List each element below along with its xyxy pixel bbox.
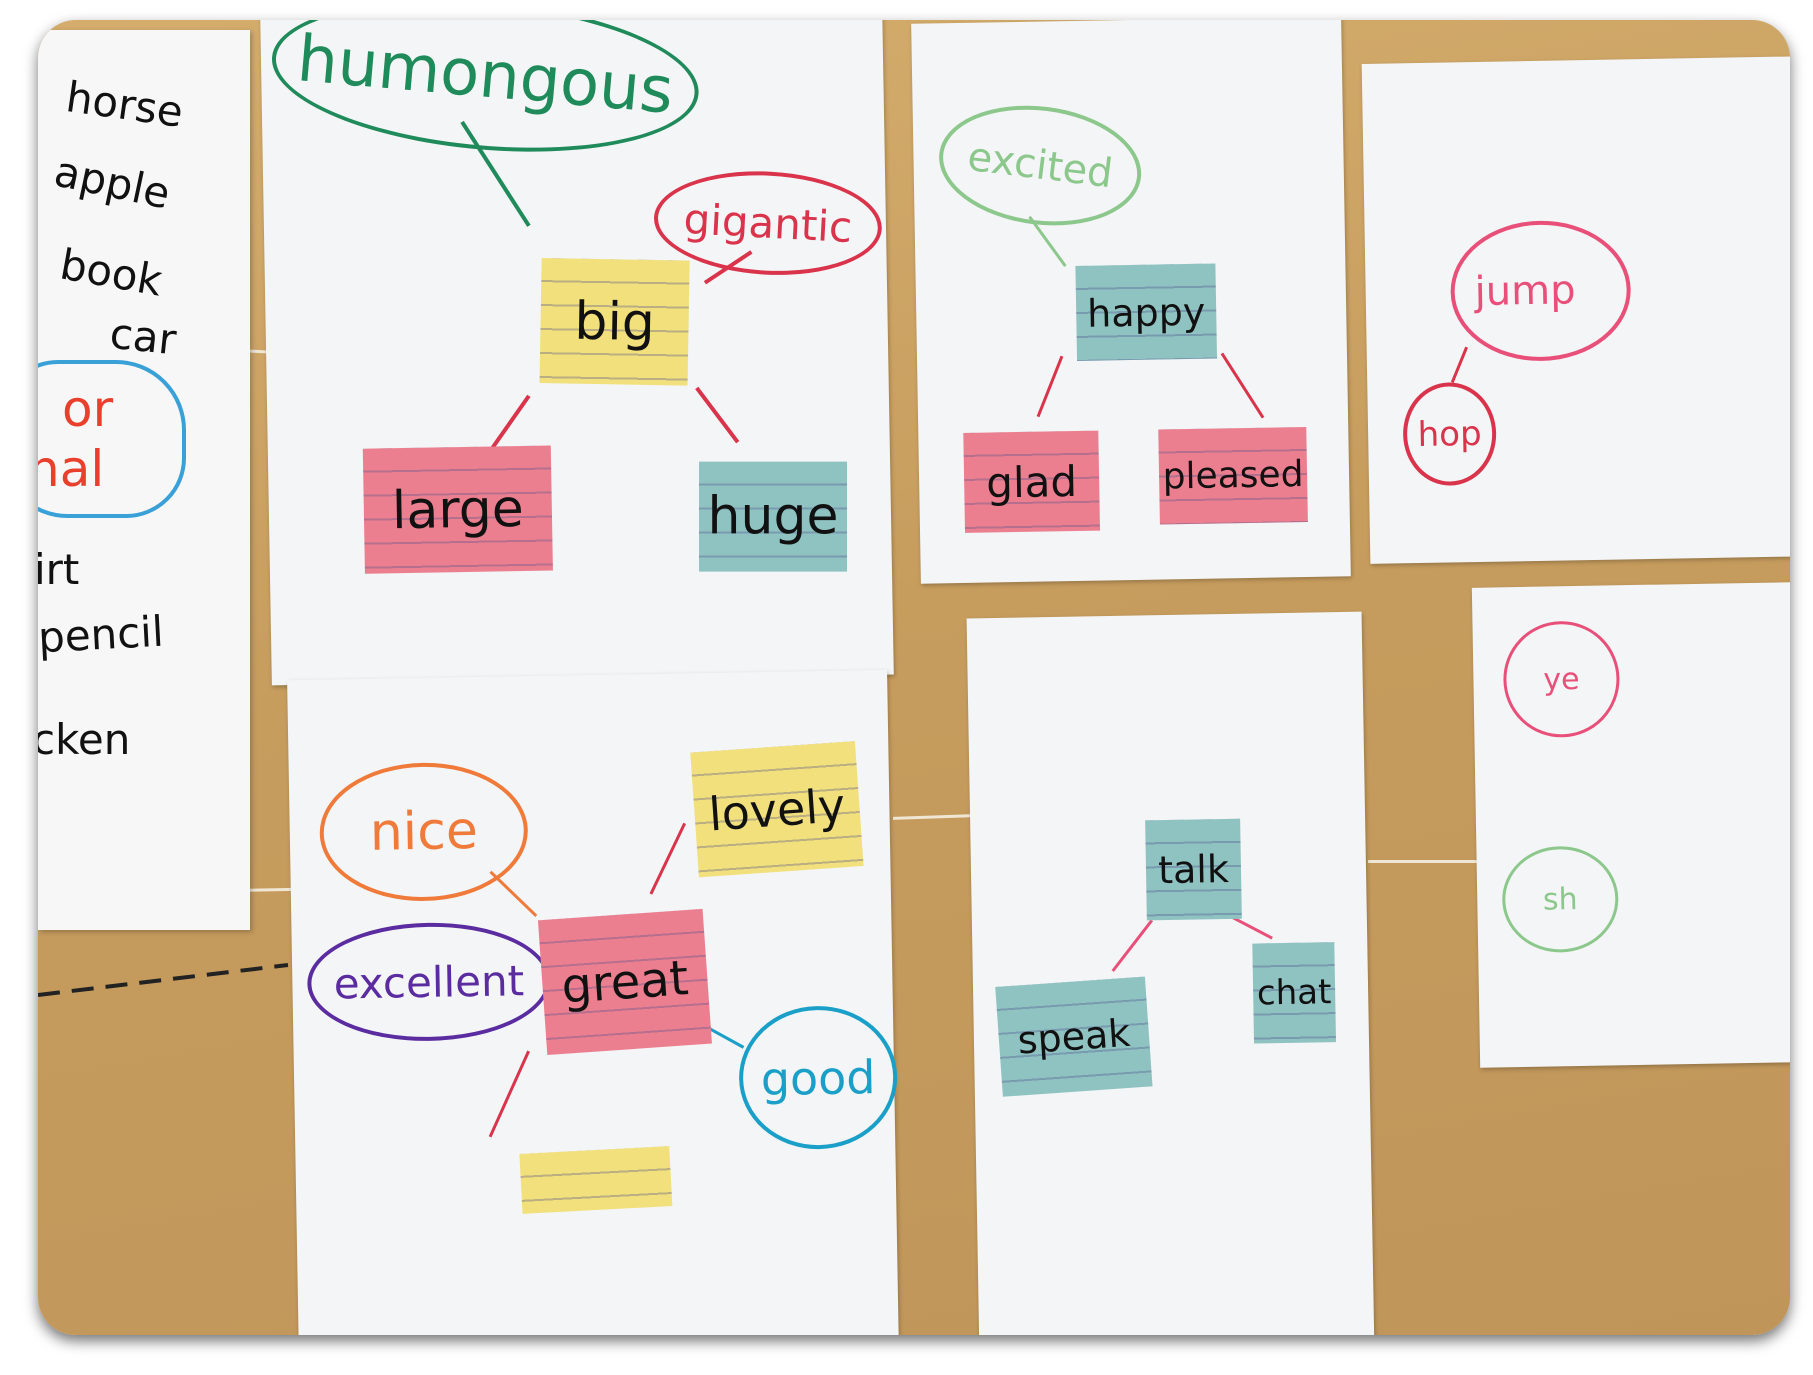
bubble-ye: ye <box>1502 620 1621 739</box>
card-label: speak <box>1016 1010 1132 1063</box>
card-great: great <box>537 908 712 1056</box>
card-label: great <box>559 949 691 1015</box>
connector-lines <box>1450 346 1469 383</box>
card-label: lovely <box>706 777 847 841</box>
bubble-label: excellent <box>333 955 525 1009</box>
card-talk: talk <box>1145 818 1242 921</box>
poster-jump: jump hop <box>1361 56 1790 564</box>
bubble-label: jump <box>1474 267 1576 316</box>
poster-happy: excited happy glad pleased <box>911 20 1351 584</box>
bubble-label: hop <box>1417 413 1482 455</box>
word-list-item: apple <box>50 146 175 219</box>
card-label: huge <box>707 486 839 547</box>
card-large: large <box>362 445 553 574</box>
string-line <box>1368 860 1478 863</box>
card-speak: speak <box>995 976 1153 1097</box>
card-label: talk <box>1157 846 1230 893</box>
card-glad: glad <box>963 430 1101 533</box>
word-list-poster: horse apple book car or nal irt pencil c… <box>38 30 250 930</box>
word-list-item: nal <box>38 440 105 498</box>
card-chat: chat <box>1252 942 1337 1044</box>
word-list-item: horse <box>63 72 187 137</box>
bubble-label: good <box>760 1049 876 1106</box>
card-label: chat <box>1256 972 1332 1014</box>
dashed-line <box>38 963 289 997</box>
card-label: pleased <box>1162 454 1304 498</box>
bubble-label: ye <box>1543 661 1580 698</box>
bubble-label: nice <box>369 800 479 863</box>
connector-lines <box>460 120 753 453</box>
cloud-shape <box>38 360 186 518</box>
card-label: big <box>573 291 656 353</box>
poster-big: humongous gigantic big large huge <box>260 20 894 686</box>
word-list-item: cken <box>38 715 131 764</box>
connector-lines <box>1028 215 1265 419</box>
card-lovely: lovely <box>690 741 864 878</box>
card-label: large <box>391 478 525 541</box>
photo-frame: horse apple book car or nal irt pencil c… <box>38 20 1790 1335</box>
word-list-item: or <box>62 380 114 438</box>
card-partial <box>519 1146 673 1214</box>
word-list-item: irt <box>38 545 80 594</box>
connector-lines <box>488 822 745 1138</box>
poster-partial: ye sh <box>1471 582 1790 1068</box>
bubble-label: gigantic <box>682 194 854 253</box>
card-label: glad <box>985 456 1078 508</box>
poster-talk: talk speak chat <box>966 611 1375 1335</box>
bubble-sh: sh <box>1501 845 1620 954</box>
word-list-item: pencil <box>38 606 165 663</box>
bubble-label: sh <box>1542 881 1578 918</box>
bubble-label: excited <box>965 133 1116 198</box>
poster-great: nice excellent good lovely great <box>287 669 899 1335</box>
word-list-item: book <box>56 239 166 306</box>
card-label: happy <box>1086 289 1206 336</box>
card-pleased: pleased <box>1158 426 1308 525</box>
bubble-label: humongous <box>294 22 677 129</box>
card-happy: happy <box>1075 263 1218 361</box>
card-huge: huge <box>699 461 848 572</box>
card-big: big <box>539 258 690 386</box>
word-list-item: car <box>107 308 179 365</box>
